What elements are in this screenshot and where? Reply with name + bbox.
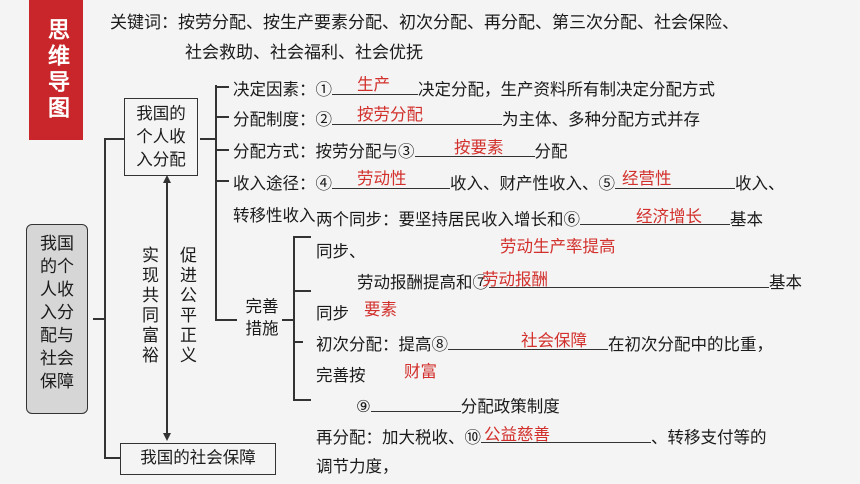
row-label: 初次分配：提高⑧ [316, 335, 448, 354]
connector [293, 341, 303, 343]
row-redistribution: 再分配：加大税收、⑩ 、转移支付等的 [316, 424, 767, 448]
blank-1 [332, 78, 418, 95]
row-income-sources: 收入途径：④ 收入、财产性收入、⑤ 收入、 [233, 170, 785, 194]
answer-7b: 要素 [364, 300, 397, 319]
row-distribution-method: 分配方式：按劳分配与③ 分配 [233, 138, 568, 162]
connector [200, 138, 216, 140]
answer-2: 按劳分配 [357, 105, 423, 124]
mind-map-badge: 思维导图 [29, 0, 83, 140]
row-text: 分配政策制度 [460, 397, 560, 416]
row-primary-line2: 完善按 [316, 366, 366, 385]
answer-6: 经济增长 [636, 207, 702, 226]
row-text: 基本 [730, 210, 763, 229]
row-label: 两个同步：要坚持居民收入增长和⑥ [316, 210, 580, 229]
row-label: 再分配：加大税收、⑩ [316, 428, 481, 447]
blank-9 [370, 395, 461, 412]
answer-3: 按要素 [454, 138, 504, 157]
keywords-line-1: 关键词：按劳分配、按生产要素分配、初次分配、再分配、第三次分配、社会保险、 [110, 13, 739, 33]
connector [215, 180, 229, 182]
row-labor-remuneration: 劳动报酬提高和⑦ 基本 [357, 269, 802, 293]
answer-5: 经营性 [622, 169, 672, 188]
keywords-line-2: 社会救助、社会福利、社会优抚 [185, 43, 423, 63]
blank-6 [580, 208, 730, 225]
row-policy: ⑨ 分配政策制度 [356, 393, 560, 417]
connector [215, 149, 229, 151]
row-text: 收入、财产性收入、⑤ [450, 174, 615, 193]
row-label: 分配制度：② [233, 110, 332, 129]
row-two-synchronizations: 两个同步：要坚持居民收入增长和⑥ 基本 [316, 206, 763, 230]
row-text: 决定分配，生产资料所有制决定分配方式 [418, 80, 715, 99]
promote-fairness: 促进公平正义 [176, 246, 196, 366]
root-node: 我国的个人收入分配与社会保障 [26, 224, 88, 414]
arrow-down-icon [163, 433, 171, 441]
row-sync-line2: 同步、 [316, 242, 366, 261]
connector [215, 116, 229, 118]
connector [293, 290, 311, 292]
connector [293, 236, 295, 400]
row-label: ⑨ [356, 397, 371, 416]
connector [293, 399, 311, 401]
improve-measures-node: 完善措施 [245, 297, 279, 338]
row-text: 基本 [769, 273, 802, 292]
row-text: 为主体、多种分配方式并存 [502, 110, 700, 129]
answer-7: 劳动报酬 [482, 270, 548, 289]
row-distribution-system: 分配制度：② 为主体、多种分配方式并存 [233, 106, 700, 130]
connector [215, 86, 229, 88]
double-arrow-line [166, 182, 168, 434]
connector [104, 457, 120, 459]
connector [293, 236, 311, 238]
connector [282, 319, 294, 321]
blank-7 [489, 271, 769, 288]
answer-8: 社会保障 [521, 331, 587, 350]
row-sync-line3: 同步 [316, 304, 349, 323]
row-label: 收入途径：④ [233, 174, 332, 193]
row-label: 分配方式：按劳分配与③ [233, 142, 415, 161]
row-redistribution-line2: 调节力度， [316, 457, 399, 476]
connector [104, 138, 106, 458]
row-determinants: 决定因素：① 决定分配，生产资料所有制决定分配方式 [233, 76, 715, 100]
row-label: 劳动报酬提高和⑦ [357, 273, 489, 292]
realize-common-prosperity: 实现共同富裕 [138, 246, 158, 366]
connector [215, 85, 217, 320]
answer-10: 公益慈善 [484, 425, 550, 444]
row-label: 决定因素：① [233, 80, 332, 99]
blank-3 [414, 140, 535, 157]
answer-8b: 财富 [404, 362, 437, 381]
row-primary-distribution: 初次分配：提高⑧ 在初次分配中的比重， [316, 331, 773, 355]
arrow-up-icon [163, 175, 171, 183]
row-transfer-income: 转移性收入 [233, 206, 316, 225]
blank-5 [615, 172, 735, 189]
answer-4: 劳动性 [357, 169, 407, 188]
connector [215, 319, 237, 321]
blank-2 [332, 108, 502, 125]
social-security-node: 我国的社会保障 [120, 443, 276, 475]
row-text: 、转移支付等的 [651, 428, 767, 447]
blank-4 [332, 172, 450, 189]
connector [104, 138, 124, 140]
row-text: 在初次分配中的比重， [608, 335, 773, 354]
answer-1: 生产 [357, 75, 390, 94]
personal-income-node: 我国的个人收入分配 [124, 98, 198, 176]
answer-6b: 劳动生产率提高 [500, 237, 616, 256]
row-text: 收入、 [735, 174, 785, 193]
blank-8 [448, 333, 608, 350]
blank-10 [481, 426, 651, 443]
connector [93, 318, 105, 320]
row-text: 分配 [534, 142, 568, 161]
